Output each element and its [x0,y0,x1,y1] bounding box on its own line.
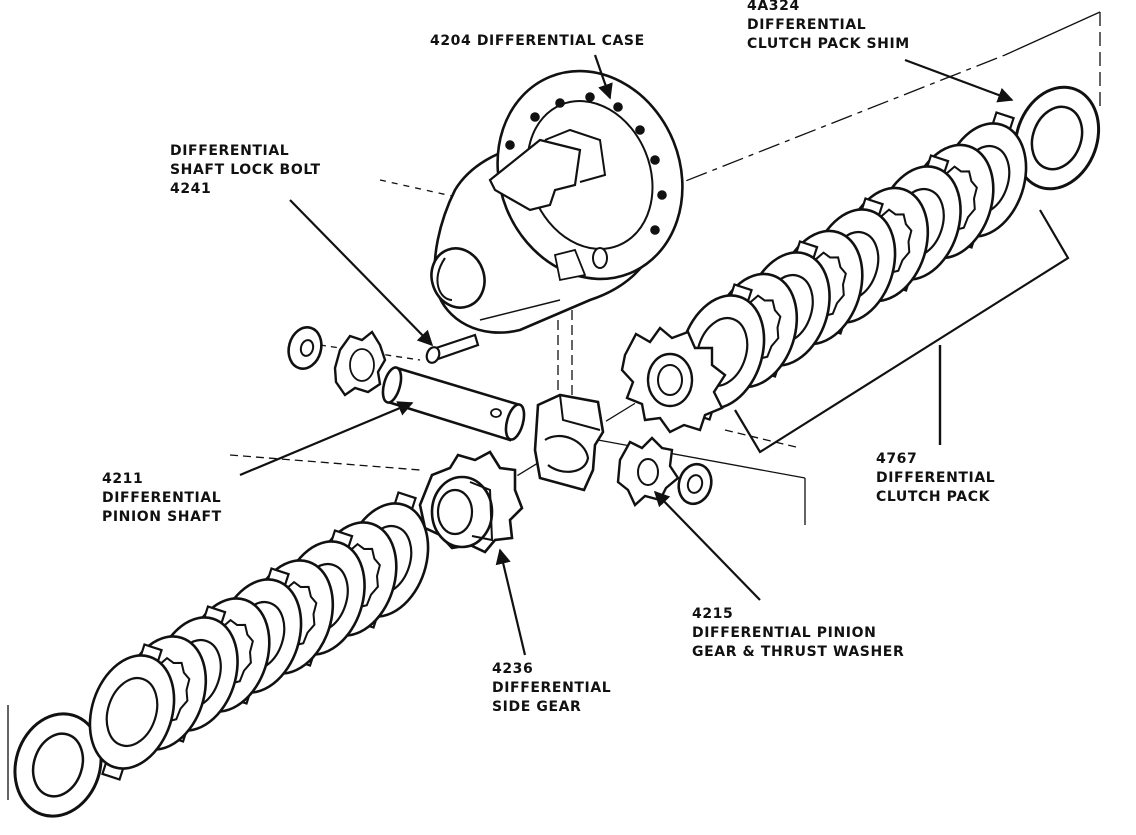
label-line: CLUTCH PACK SHIM [747,36,910,52]
label-line: 4215 [692,606,734,622]
label-line: CLUTCH PACK [876,489,991,505]
label-clutch-pack-shim: 4A324 DIFFERENTIAL CLUTCH PACK SHIM [747,0,910,54]
label-line: 4211 [102,471,144,487]
clutch-pack-shim-lower [13,712,103,818]
label-line: DIFFERENTIAL [102,490,222,506]
thrust-washer-lower [677,462,713,506]
pinion-gear-lower [616,436,680,507]
label-clutch-pack: 4767 DIFFERENTIAL CLUTCH PACK [876,450,995,507]
label-line: SHAFT LOCK BOLT [170,162,321,178]
label-shaft-lock-bolt: DIFFERENTIAL SHAFT LOCK BOLT 4241 [170,142,321,199]
label-line: DIFFERENTIAL [492,680,612,696]
lock-bolt-icon [425,333,480,364]
pinion-gear-icon [333,330,387,397]
bevel-gear-icon [620,326,727,434]
label-line: 4A324 [747,0,800,14]
clutch-pack-shim-icon [1013,85,1101,191]
label-line: DIFFERENTIAL [170,143,290,159]
differential-case-icon [430,69,684,334]
label-side-gear: 4236 DIFFERENTIAL SIDE GEAR [492,660,611,717]
label-pinion-shaft: 4211 DIFFERENTIAL PINION SHAFT [102,470,222,527]
label-line: DIFFERENTIAL [876,470,996,486]
pinion-shaft-icon [381,366,526,442]
label-line: GEAR & THRUST WASHER [692,644,905,660]
thrust-washer-icon [287,325,323,371]
label-line: PINION SHAFT [102,509,222,525]
label-line: DIFFERENTIAL PINION [692,625,877,641]
shaft-block-icon [533,393,605,492]
clutch-pack-lower [88,491,430,781]
label-line: DIFFERENTIAL [747,17,867,33]
label-differential-case: 4204 DIFFERENTIAL CASE [430,32,645,51]
leader-lines [239,54,1070,656]
label-line: 4204 DIFFERENTIAL CASE [430,33,645,49]
clutch-plate-icon [88,643,176,781]
label-line: 4767 [876,451,918,467]
label-line: 4236 [492,661,534,677]
label-line: SIDE GEAR [492,699,582,715]
side-gear-icon [418,450,524,554]
label-pinion-gear-thrust-washer: 4215 DIFFERENTIAL PINION GEAR & THRUST W… [692,605,904,662]
label-line: 4241 [170,181,212,197]
